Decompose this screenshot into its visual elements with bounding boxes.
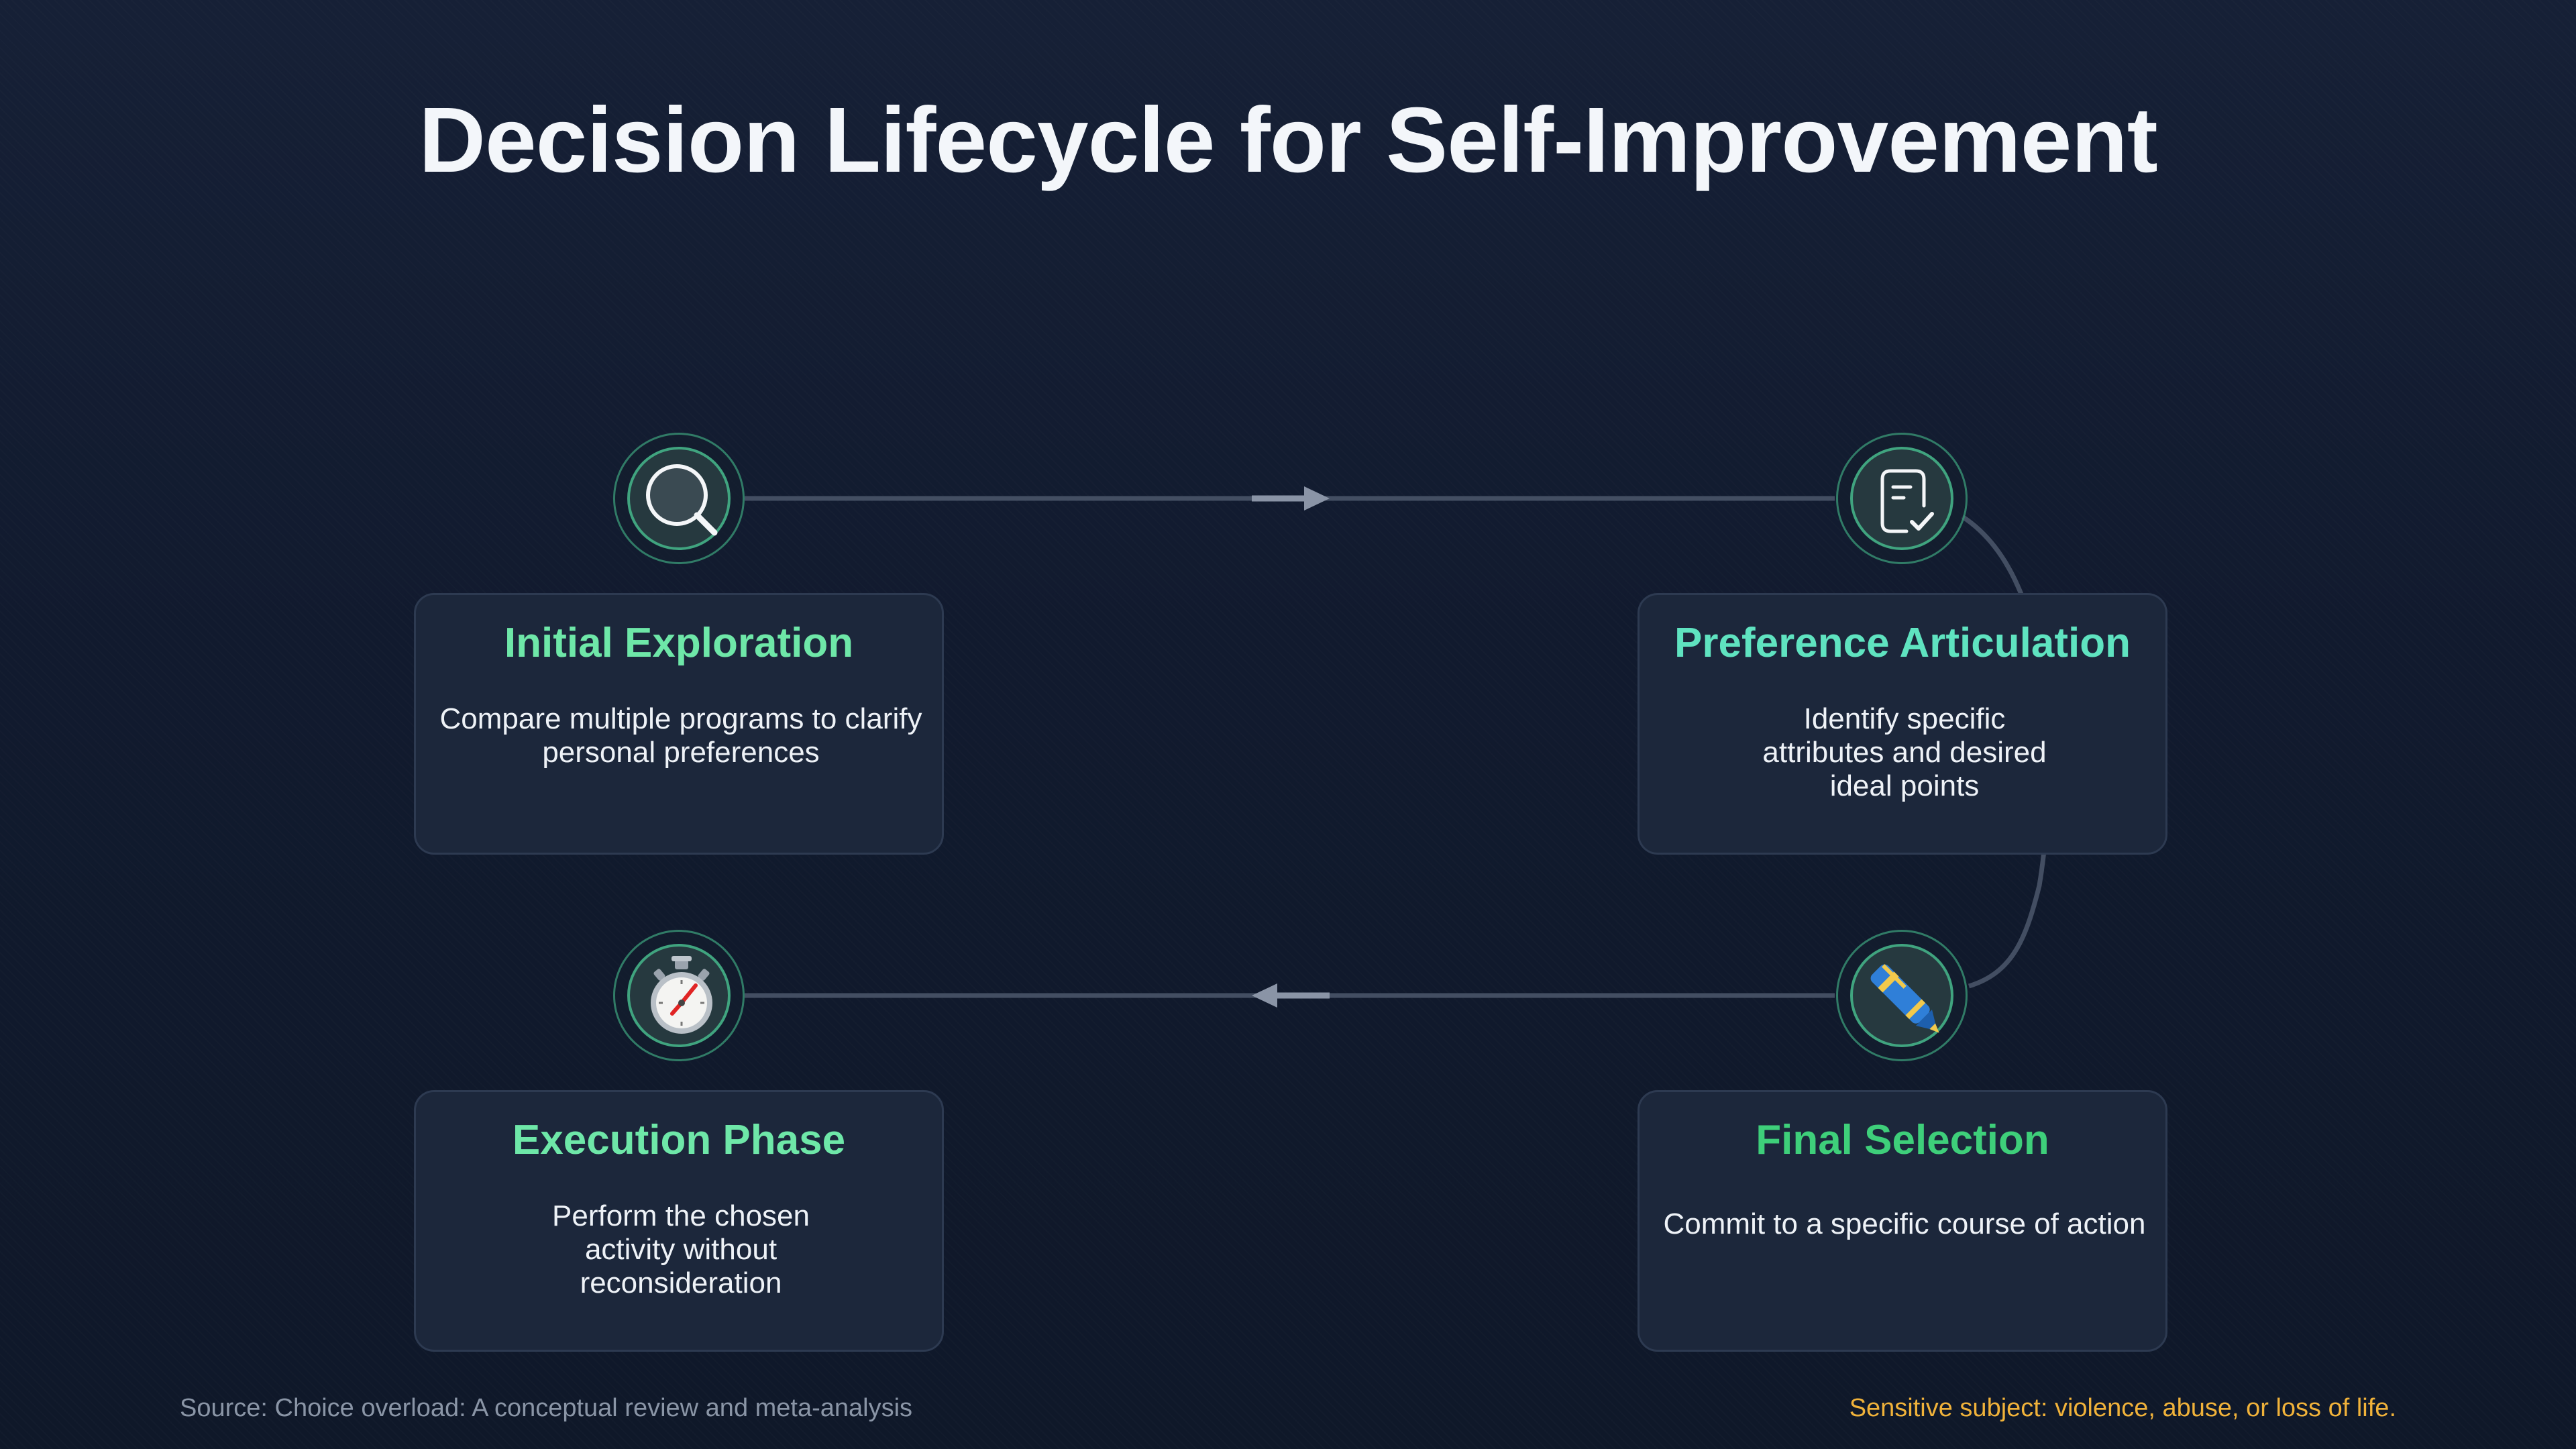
step-description: Commit to a specific course of action — [1663, 1208, 2146, 1240]
step-3-icon-node — [1836, 930, 1968, 1061]
step-title: Initial Exploration — [504, 620, 854, 666]
magnifying-glass-icon — [646, 464, 718, 536]
step-title: Final Selection — [1756, 1117, 2049, 1163]
step-title: Execution Phase — [512, 1117, 846, 1163]
step-description: Perform the chosen activity without reco… — [552, 1199, 810, 1299]
step-card-initial-exploration: Initial Exploration Compare multiple pro… — [414, 593, 944, 855]
step-1-icon-node — [613, 433, 745, 564]
stopwatch-icon — [651, 956, 712, 1034]
step-description: Identify specific attributes and desired… — [1762, 702, 2047, 802]
pen-icon — [1870, 964, 1939, 1033]
step-description: Compare multiple programs to clarify per… — [439, 702, 922, 769]
step-card-execution-phase: Execution Phase Perform the chosen activ… — [414, 1090, 944, 1352]
step-4-icon-node — [613, 930, 745, 1061]
source-citation: Source: Choice overload: A conceptual re… — [180, 1394, 913, 1422]
step-2-icon-node — [1836, 433, 1968, 564]
step-title: Preference Articulation — [1674, 620, 2131, 666]
diagram-title: Decision Lifecycle for Self-Improvement — [419, 89, 2157, 192]
step-card-preference-articulation: Preference Articulation Identify specifi… — [1638, 593, 2167, 855]
arrow-left-head — [1252, 983, 1277, 1008]
checklist-document-icon — [1880, 469, 1934, 533]
sensitive-content-notice: Sensitive subject: violence, abuse, or l… — [1849, 1394, 2396, 1422]
step-card-final-selection: Final Selection Commit to a specific cou… — [1638, 1090, 2167, 1352]
arrow-right-head — [1304, 486, 1330, 511]
